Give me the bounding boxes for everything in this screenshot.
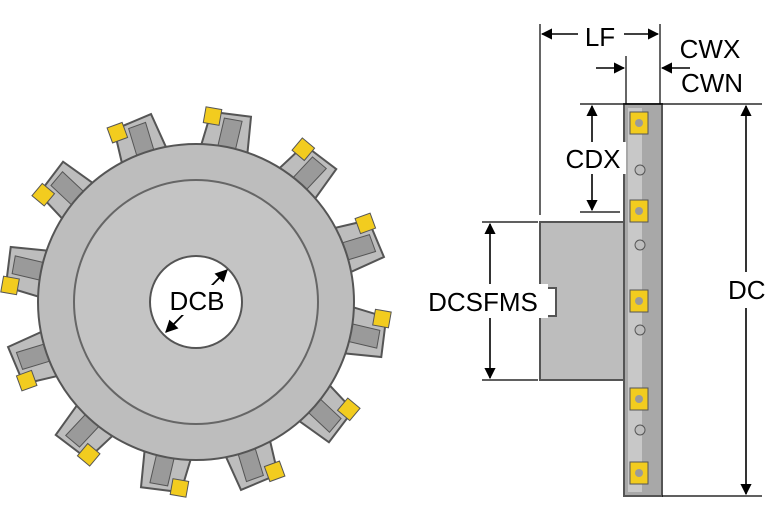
insert: [106, 121, 129, 144]
cdx-label-bg: [560, 142, 626, 174]
insert: [0, 275, 20, 296]
insert: [336, 397, 361, 422]
cdx-label: CDX: [566, 144, 621, 174]
side-screw-hole: [634, 424, 646, 436]
insert: [202, 106, 223, 126]
dc-label-bg: [726, 272, 767, 308]
side-insert-screw: [635, 469, 643, 477]
side-insert-screw: [635, 395, 643, 403]
insert: [291, 137, 316, 162]
side-view: LF CWX CWN CDX DCSFMS DC: [418, 20, 767, 497]
lf-label: LF: [585, 22, 615, 52]
side-screw-hole: [634, 239, 646, 251]
insert: [354, 212, 377, 235]
insert: [263, 460, 286, 483]
cwn-label: CWN: [681, 68, 743, 98]
front-view: DCB: [0, 106, 392, 498]
insert: [15, 369, 38, 392]
bore-label-bg: [168, 285, 226, 315]
dc-label: DC: [728, 275, 766, 305]
side-screw-hole: [634, 164, 646, 176]
lf-label-bg: [578, 20, 624, 50]
insert: [31, 182, 56, 207]
extension-lines: [482, 24, 762, 497]
dcsfms-label: DCSFMS: [428, 287, 538, 317]
insert: [76, 442, 101, 467]
side-inserts: [629, 111, 649, 485]
insert: [169, 478, 190, 498]
side-insert-screw: [635, 207, 643, 215]
insert: [372, 308, 392, 329]
side-insert-screw: [635, 297, 643, 305]
bore-diameter-label: DCB: [170, 286, 225, 316]
side-insert-screw: [635, 119, 643, 127]
cwx-label: CWX: [680, 34, 741, 64]
dcsfms-label-bg: [418, 284, 548, 318]
side-screw-hole: [634, 324, 646, 336]
